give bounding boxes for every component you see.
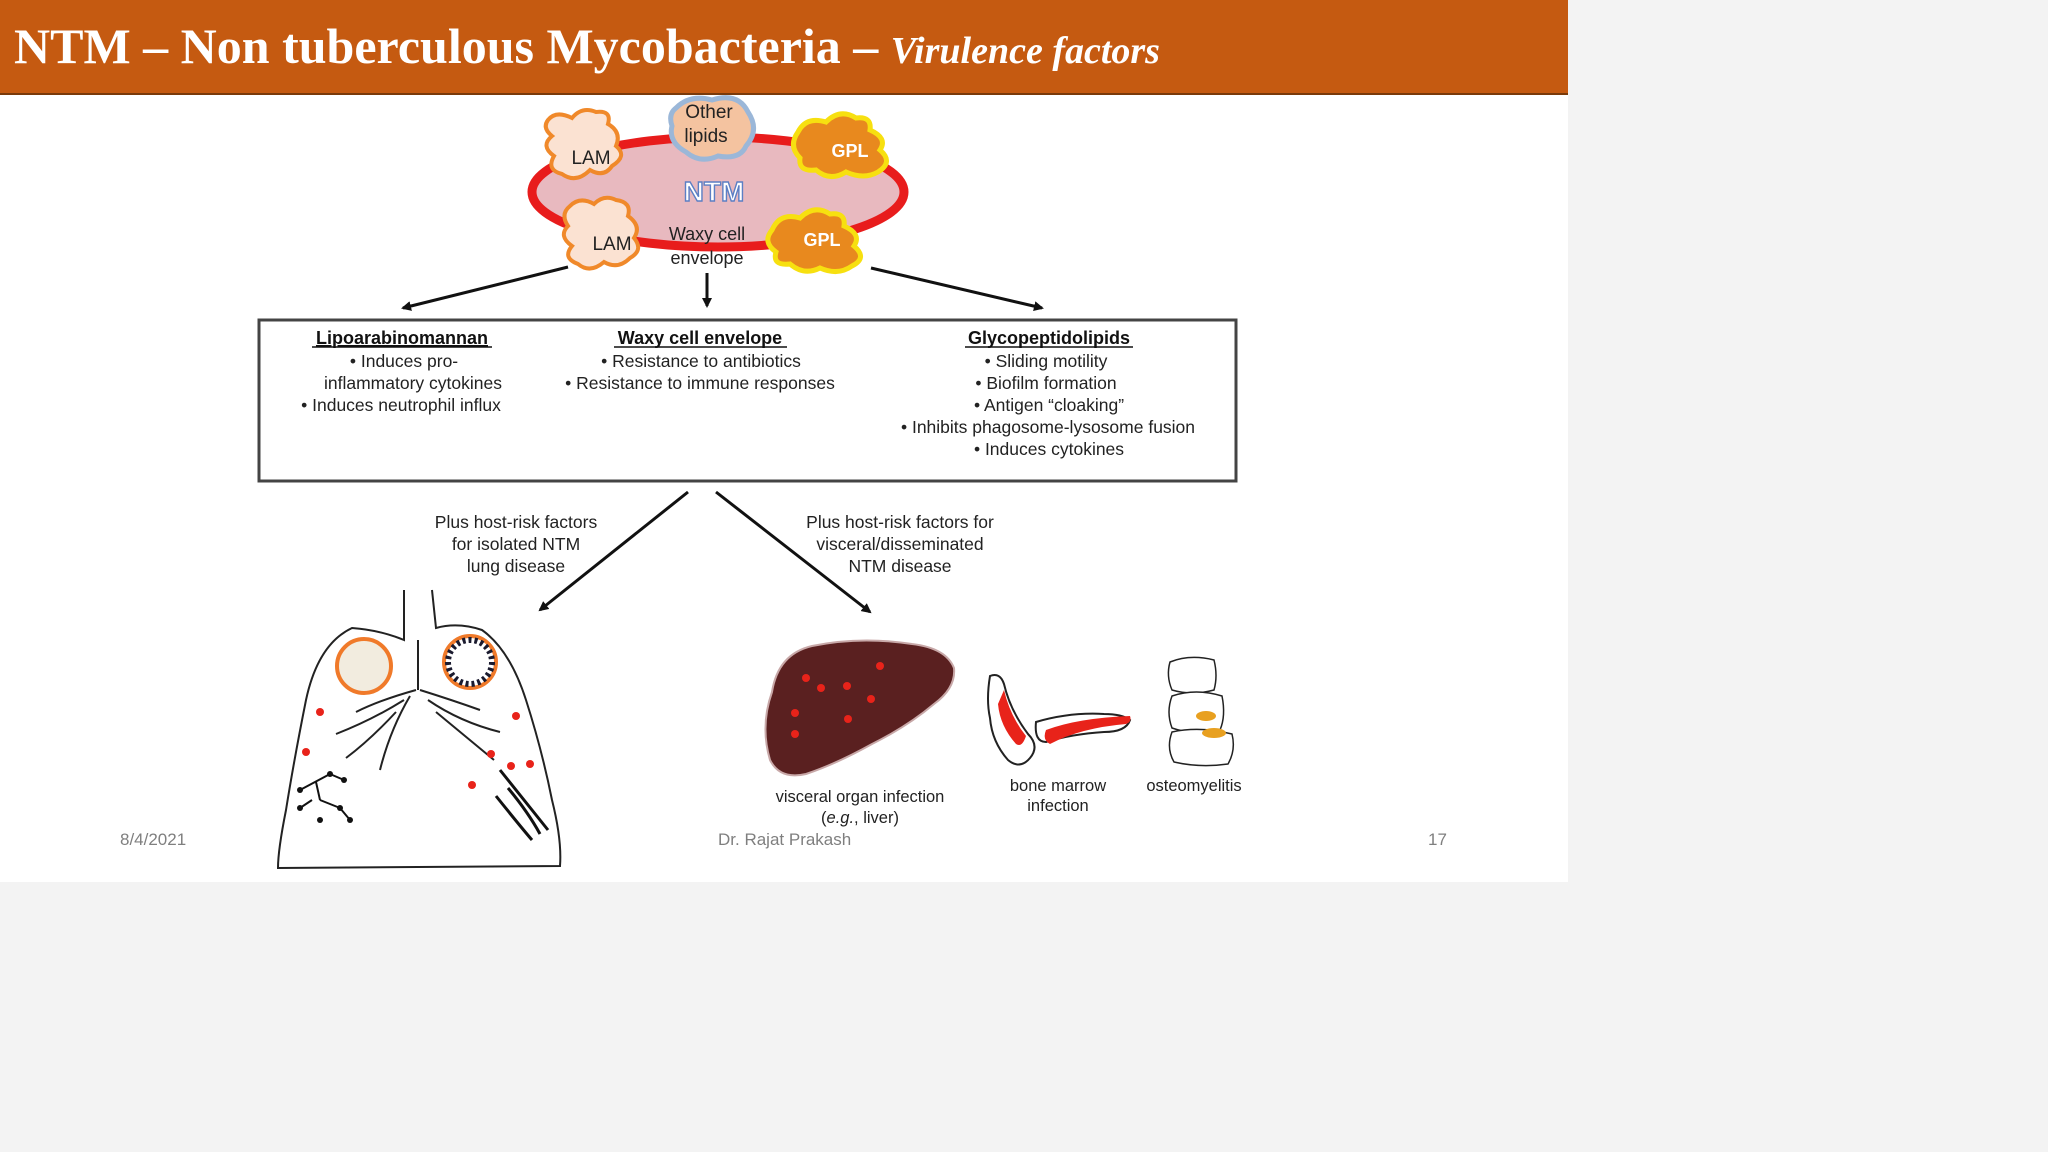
envelope-label-line1: Waxy cell [669, 224, 745, 244]
envelope-heading: Waxy cell envelope [618, 328, 782, 348]
gpl-top: GPL [791, 111, 889, 179]
bone-marrow-label-line2: infection [1027, 797, 1088, 815]
slide: NTM – Non tuberculous Mycobacteria – Vir… [0, 0, 1568, 882]
lungs-illustration [276, 589, 562, 870]
lam-bottom-blob [561, 195, 641, 271]
lam-point-2: • Induces neutrophil influx [301, 395, 501, 415]
gpl-point-4: • Inhibits phagosome-lysosome fusion [901, 417, 1195, 437]
lung-nodules [302, 708, 534, 789]
disseminated-branch-line2: visceral/disseminated [816, 534, 983, 554]
osteomyelitis-label: osteomyelitis [1146, 777, 1241, 795]
gpl-top-blob [791, 111, 889, 179]
gpl-heading: Glycopeptidolipids [968, 328, 1130, 348]
arrow-to-lam [401, 265, 569, 311]
lung-branch-line3: lung disease [467, 556, 565, 576]
gpl-bottom-label: GPL [803, 230, 840, 250]
lam-top: LAM [543, 108, 624, 181]
liver-shape [764, 639, 956, 777]
other-lipids-line1: Other [685, 102, 733, 123]
lung-branch-line1: Plus host-risk factors [435, 512, 598, 532]
lam-top-blob [543, 108, 624, 181]
gpl-point-2: • Biofilm formation [975, 373, 1116, 393]
lam-top-label: LAM [571, 148, 610, 169]
other-lipids-line2: lipids [684, 126, 727, 147]
arrow-to-lung [538, 490, 689, 612]
lam-bottom: LAM [561, 195, 641, 271]
bronchi-right [419, 689, 501, 761]
gpl-point-3: • Antigen “cloaking” [974, 395, 1124, 415]
slide-title-main: NTM – Non tuberculous Mycobacteria – [14, 18, 879, 74]
bone-marrow-illustration: bone marrow infection [987, 674, 1132, 815]
gpl-top-label: GPL [831, 141, 868, 161]
lung-branch-line2: for isolated NTM [452, 534, 580, 554]
slide-subtitle: Virulence factors [890, 30, 1160, 72]
vertebra-mid [1168, 691, 1225, 734]
vertebra-top [1167, 656, 1217, 694]
bronchi-left [335, 689, 417, 771]
footer-author: Dr. Rajat Prakash [718, 830, 852, 849]
lam-point-1: • Induces pro- [350, 351, 458, 371]
liver-illustration: visceral organ infection (e.g., liver) [764, 639, 956, 827]
slide-title: NTM – Non tuberculous Mycobacteria – Vir… [14, 14, 1160, 83]
cell-center-label: NTM [684, 176, 745, 207]
gpl-bottom-blob [765, 207, 863, 274]
tree-in-bud [299, 773, 351, 821]
title-bar: NTM – Non tuberculous Mycobacteria – Vir… [0, 0, 1568, 95]
cavity-granules [445, 637, 495, 687]
lung-cavity-left [335, 637, 393, 695]
left-lung-outline [276, 589, 562, 870]
branch-arrows: Plus host-risk factors for isolated NTM … [435, 490, 994, 614]
gpl-point-5: • Induces cytokines [974, 439, 1124, 459]
vertebra-lesion-2 [1202, 728, 1226, 738]
bone-marrow-red [998, 690, 1131, 745]
bronchiectasis-lines [494, 769, 550, 841]
lung-cavity-right [442, 634, 498, 690]
gpl-point-1: • Sliding motility [985, 351, 1108, 371]
disseminated-branch-line1: Plus host-risk factors for [806, 512, 994, 532]
visceral-label-line1: visceral organ infection [776, 788, 945, 806]
arrow-to-gpl [870, 266, 1044, 312]
visceral-label-line2: (e.g., liver) [821, 809, 899, 827]
lam-heading: Lipoarabinomannan [316, 328, 488, 348]
liver-lesions [791, 662, 884, 738]
bone-marrow-label-line1: bone marrow [1010, 777, 1106, 795]
other-lipids-shape: Other lipids [668, 95, 756, 162]
envelope-point-2: • Resistance to immune responses [565, 373, 835, 393]
virulence-box: Lipoarabinomannan • Induces pro- inflamm… [257, 318, 1238, 483]
bone-outline [987, 674, 1132, 766]
arrow-to-disseminated [715, 490, 872, 614]
lam-bottom-label: LAM [592, 234, 631, 255]
other-lipids-blob [668, 95, 756, 162]
tree-buds [297, 771, 353, 823]
vertebrae-illustration: osteomyelitis [1146, 656, 1242, 795]
vertebra-lesion-1 [1196, 711, 1216, 721]
envelope-point-1: • Resistance to antibiotics [601, 351, 801, 371]
virulence-diagram: NTM Waxy cell envelope Other lipids LAM … [257, 95, 1242, 870]
footer-date: 8/4/2021 [120, 830, 187, 849]
gpl-bottom: GPL [765, 207, 863, 274]
footer-page-number: 17 [1428, 830, 1447, 849]
top-arrows [401, 265, 1044, 312]
lam-point-1-cont: inflammatory cytokines [324, 373, 502, 393]
ntm-cell: NTM Waxy cell envelope Other lipids LAM … [527, 95, 909, 274]
envelope-label-line2: envelope [670, 248, 743, 268]
disseminated-branch-line3: NTM disease [848, 556, 951, 576]
